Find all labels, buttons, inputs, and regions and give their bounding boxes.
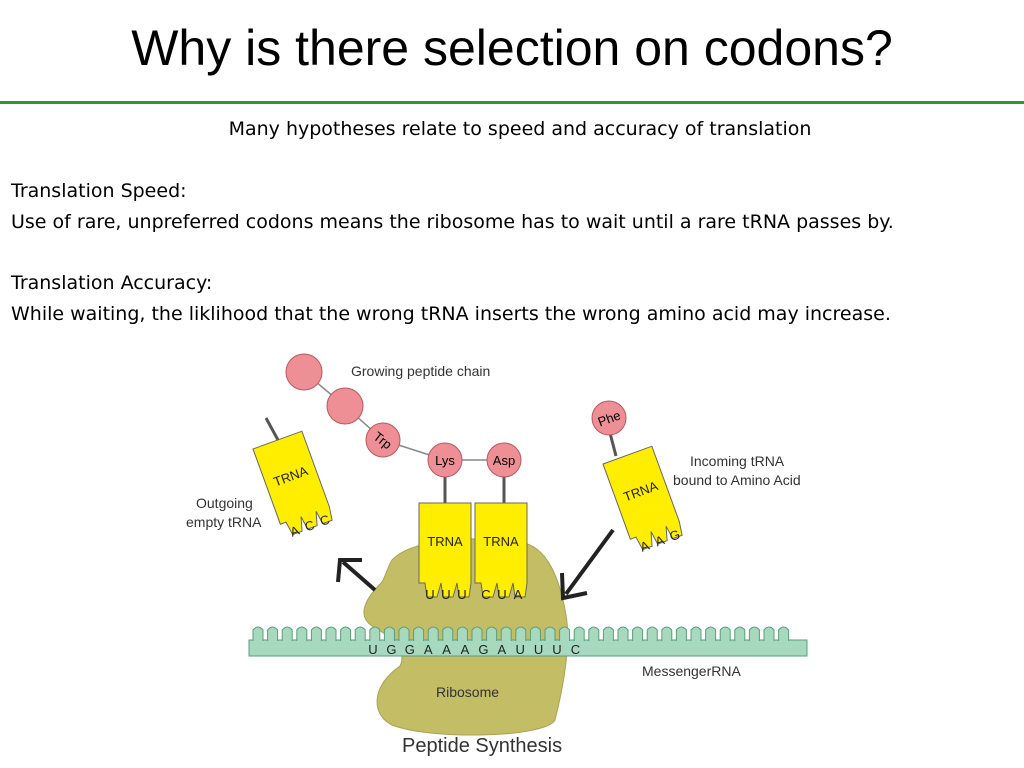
mrna-bases (252, 626, 790, 641)
mrna-tooth (646, 626, 658, 641)
mrna-tooth (675, 626, 687, 641)
mrna-base-letter: G (386, 642, 396, 657)
anticodon-letter: U (457, 587, 466, 602)
mrna-tooth (340, 626, 352, 641)
speed-text: Use of rare, unpreferred codons means th… (11, 211, 894, 233)
outgoing-arrow (341, 560, 377, 592)
mrna-tooth (748, 626, 760, 641)
incoming-arrowhead (560, 572, 588, 601)
anticodon-letter: U (441, 587, 450, 602)
mrna-base-letter: A (442, 642, 451, 657)
mrna-base-letter: A (461, 642, 470, 657)
chain-bead-1 (285, 353, 323, 391)
mrna-base-letter: U (368, 642, 377, 657)
mrna-tooth (559, 626, 571, 641)
mrna-tooth (602, 626, 614, 641)
mrna-tooth (632, 626, 644, 641)
subtitle: Many hypotheses relate to speed and accu… (228, 118, 812, 140)
amino-acid-asp (486, 442, 522, 478)
mrna-tooth (763, 626, 775, 641)
amino-acid-trp (365, 422, 401, 458)
outgoing-label-line2: empty tRNA (186, 514, 262, 530)
mrna-tooth (544, 626, 556, 641)
amino-acid-phe-label: Phe (596, 407, 623, 429)
mrna-tooth (617, 626, 629, 641)
mrna-base-letter: U (516, 642, 525, 657)
mrna-tooth (588, 626, 600, 641)
mrna-tooth (398, 626, 410, 641)
mrna-tooth (719, 626, 731, 641)
outgoing-label-line1: Outgoing (196, 495, 253, 511)
incoming-arrow (564, 528, 615, 596)
chain-bead-2 (326, 387, 364, 425)
mrna-tooth (705, 626, 717, 641)
title-divider (0, 101, 1024, 104)
mrna-base-letter: A (424, 642, 433, 657)
speed-heading: Translation Speed: (11, 180, 187, 202)
mrna-tooth (442, 626, 454, 641)
trna-label: TRNA (483, 534, 519, 549)
ribosome-label: Ribosome (436, 684, 499, 700)
mrna-tooth (573, 626, 585, 641)
trna-body (474, 502, 528, 598)
trna-stems (264, 417, 618, 503)
trna-body (602, 445, 683, 551)
mrna-tooth (369, 626, 381, 641)
mrna-base-letter: U (534, 642, 543, 657)
mrna-tooth (486, 626, 498, 641)
trna-body (418, 502, 472, 598)
amino-acid-phe (591, 400, 627, 436)
mrna-tooth (427, 626, 439, 641)
mrna-base-letter: G (478, 642, 488, 657)
amino-acid-lys (427, 442, 463, 478)
mrna-strand (248, 639, 808, 657)
mrna-base-letter: A (497, 642, 506, 657)
mrna-tooth (413, 626, 425, 641)
mrna-tooth (296, 626, 308, 641)
mrna-tooth (325, 626, 337, 641)
diagram-caption: Peptide Synthesis (402, 735, 562, 757)
anticodon-letter: U (425, 587, 434, 602)
mrna-tooth (456, 626, 468, 641)
mrna-base-letter: C (571, 642, 580, 657)
mrna-tooth (310, 626, 322, 641)
trna-body (252, 430, 333, 536)
mrna-tooth (471, 626, 483, 641)
anticodon-letter: A (514, 587, 523, 602)
mrna-tooth (383, 626, 395, 641)
amino-acid-lys-label: Lys (435, 453, 455, 468)
trna-label: TRNA (427, 534, 463, 549)
mrna-label: MessengerRNA (642, 663, 741, 679)
anticodon-letter: C (481, 587, 490, 602)
mrna-tooth (354, 626, 366, 641)
slide-title: Why is there selection on codons? (131, 20, 893, 76)
amino-acid-asp-label: Asp (493, 453, 515, 468)
mrna-tooth (690, 626, 702, 641)
accuracy-heading: Translation Accuracy: (11, 272, 213, 294)
incoming-label-line1: Incoming tRNA (690, 453, 785, 469)
mrna-tooth (515, 626, 527, 641)
mrna-tooth (281, 626, 293, 641)
mrna-tooth (529, 626, 541, 641)
mrna-base-letter: G (405, 642, 415, 657)
mrna-tooth (267, 626, 279, 641)
anticodon-letter: G (667, 526, 682, 544)
accuracy-text: While waiting, the liklihood that the wr… (11, 303, 891, 325)
mrna-tooth (734, 626, 746, 641)
mrna-tooth (778, 626, 790, 641)
growing-chain-label: Growing peptide chain (351, 363, 490, 379)
mrna-tooth (252, 626, 264, 641)
incoming-label-line2: bound to Amino Acid (673, 472, 801, 488)
mrna-tooth (500, 626, 512, 641)
anticodon-letter: U (497, 587, 506, 602)
mrna-base-letter: U (552, 642, 561, 657)
mrna-tooth (661, 626, 673, 641)
outgoing-arrowhead (336, 558, 362, 583)
